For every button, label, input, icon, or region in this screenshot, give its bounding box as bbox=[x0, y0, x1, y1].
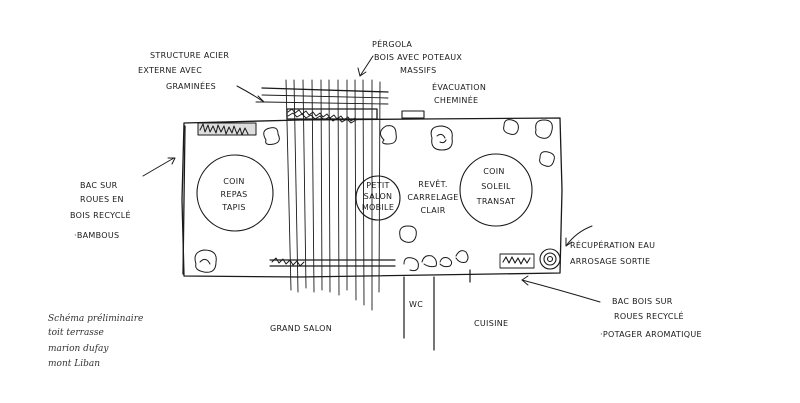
zone-label: COIN bbox=[223, 177, 244, 186]
caption-line: mont Liban bbox=[48, 359, 100, 369]
caption-line: Schéma préliminaire bbox=[48, 313, 143, 324]
annotation-line: PÉRGOLA bbox=[372, 38, 412, 49]
water-tank-icon bbox=[499, 248, 561, 270]
zone-label: MOBILE bbox=[362, 203, 394, 212]
chimney-vent-icon bbox=[401, 110, 425, 119]
annotation-line: BAC SUR bbox=[80, 181, 118, 190]
zone-circles bbox=[196, 153, 533, 232]
zone-label: TRANSAT bbox=[476, 197, 516, 206]
annotation-line: BOIS AVEC POTEAUX bbox=[374, 53, 462, 62]
annotation-line: ARROSAGE SORTIE bbox=[570, 257, 650, 266]
annotation-line: MASSIFS bbox=[400, 66, 437, 75]
sketch-caption: Schéma préliminaire toit terrasse marion… bbox=[48, 313, 143, 369]
caption-line: toit terrasse bbox=[48, 328, 104, 338]
annotation-line: ·POTAGER AROMATIQUE bbox=[600, 330, 702, 339]
zone-label: CARRELAGE bbox=[407, 193, 458, 202]
room-wc: WC bbox=[409, 300, 423, 309]
zone-coin-soleil: COIN SOLEIL TRANSAT bbox=[476, 167, 516, 206]
caption-line: marion dufay bbox=[48, 344, 109, 354]
annotation-line: ·BAMBOUS bbox=[74, 231, 119, 240]
zone-coin-repas: COIN REPAS TAPIS bbox=[221, 177, 248, 212]
annotation-bac-potager: BAC BOIS SUR ROUES RECYCLÉ ·POTAGER AROM… bbox=[600, 297, 702, 339]
annotation-structure: STRUCTURE ACIER EXTERNE AVEC GRAMINÉES bbox=[138, 51, 229, 91]
zone-label: CLAIR bbox=[420, 206, 445, 215]
zone-label: COIN bbox=[483, 167, 504, 176]
zone-revetement: REVÊT. CARRELAGE CLAIR bbox=[407, 178, 458, 215]
zone-label: REVÊT. bbox=[418, 178, 447, 189]
zone-petit-salon: PETIT SALON MOBILE bbox=[362, 181, 394, 212]
zone-label: PETIT bbox=[366, 181, 390, 190]
annotation-line: EXTERNE AVEC bbox=[138, 66, 202, 75]
annotation-bac-bambous: BAC SUR ROUES EN BOIS RECYCLÉ ·BAMBOUS bbox=[70, 181, 131, 240]
annotation-evacuation: ÉVACUATION CHEMINÉE bbox=[432, 81, 486, 105]
annotation-line: GRAMINÉES bbox=[166, 80, 216, 91]
annotation-line: BAC BOIS SUR bbox=[612, 297, 673, 306]
pergola bbox=[261, 79, 396, 311]
grass-planter-icon bbox=[197, 122, 257, 136]
annotation-line: STRUCTURE ACIER bbox=[150, 51, 229, 60]
zone-label: TAPIS bbox=[221, 203, 246, 212]
arrow-icon bbox=[142, 55, 601, 303]
zone-label: SOLEIL bbox=[481, 182, 511, 191]
plant-icon bbox=[194, 119, 555, 273]
room-cuisine: CUISINE bbox=[474, 319, 508, 328]
annotation-line: ROUES EN bbox=[80, 195, 124, 204]
bamboo-hedge-icon bbox=[271, 108, 357, 267]
annotation-pergola: PÉRGOLA BOIS AVEC POTEAUX MASSIFS bbox=[372, 38, 462, 75]
annotation-line: BOIS RECYCLÉ bbox=[70, 209, 131, 220]
room-grand-salon: GRAND SALON bbox=[270, 324, 332, 333]
annotation-line: RÉCUPÉRATION EAU bbox=[570, 239, 655, 250]
annotation-line: ROUES RECYCLÉ bbox=[614, 310, 684, 321]
annotation-line: ÉVACUATION bbox=[432, 81, 486, 92]
annotation-recuperation: RÉCUPÉRATION EAU ARROSAGE SORTIE bbox=[570, 239, 655, 266]
interior-walls bbox=[403, 269, 471, 351]
zone-label: REPAS bbox=[221, 190, 248, 199]
annotation-line: CHEMINÉE bbox=[434, 94, 478, 105]
zone-label: SALON bbox=[364, 192, 393, 201]
